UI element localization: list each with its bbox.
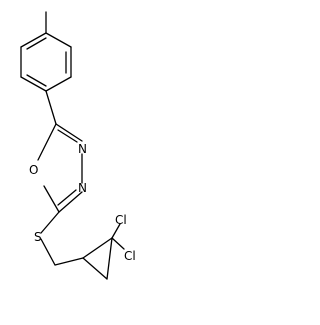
cyclopropane-ring <box>82 237 113 280</box>
oxadiazole-ring <box>37 123 83 213</box>
benzene-ring <box>20 32 72 92</box>
bond-ch2-cyclopropyl <box>54 257 84 266</box>
oxygen-atom-label: O <box>29 163 38 177</box>
bond-ring-sulfur <box>40 211 60 234</box>
nitrogen-atom-label: N <box>78 142 87 156</box>
chlorine-atom-label: Cl <box>124 249 136 263</box>
bond-sulfur-ch2 <box>40 238 56 266</box>
molecule-structure: O N N S Cl Cl <box>20 11 136 280</box>
bond-c-cl-lower <box>111 237 125 250</box>
sulfur-atom-label: S <box>34 230 42 244</box>
chlorine-atom-label: Cl <box>115 213 127 227</box>
bond-c-cl-upper <box>111 223 121 239</box>
nitrogen-atom-label: N <box>78 181 87 195</box>
bond-aryl-oxadiazole <box>45 90 57 125</box>
